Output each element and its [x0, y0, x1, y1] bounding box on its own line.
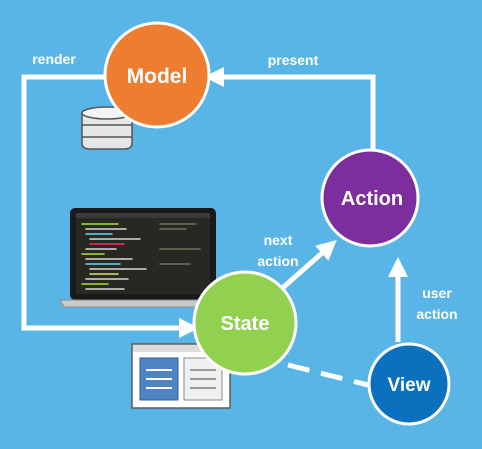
view-node: View [367, 342, 451, 426]
state-view-dashed-connector [287, 362, 369, 388]
model-node: Model [103, 21, 211, 129]
user-action-label-line-1: user [422, 285, 452, 301]
next-action-connector [276, 240, 337, 294]
laptop-code-icon [59, 208, 227, 308]
render-edge-label: render [32, 51, 76, 67]
next-action-label-line-1: next [264, 232, 293, 248]
render-connector [21, 74, 199, 338]
next-action-label-line-2: action [257, 253, 298, 269]
present-connector [204, 67, 376, 150]
state-label: State [221, 313, 270, 335]
action-node: Action [320, 148, 420, 248]
view-label: View [388, 375, 431, 396]
state-node: State [192, 270, 298, 376]
action-label: Action [341, 188, 403, 210]
user-action-label-line-2: action [416, 306, 457, 322]
database-icon [81, 106, 133, 150]
present-edge-label: present [268, 52, 319, 68]
model-label: Model [127, 65, 188, 88]
